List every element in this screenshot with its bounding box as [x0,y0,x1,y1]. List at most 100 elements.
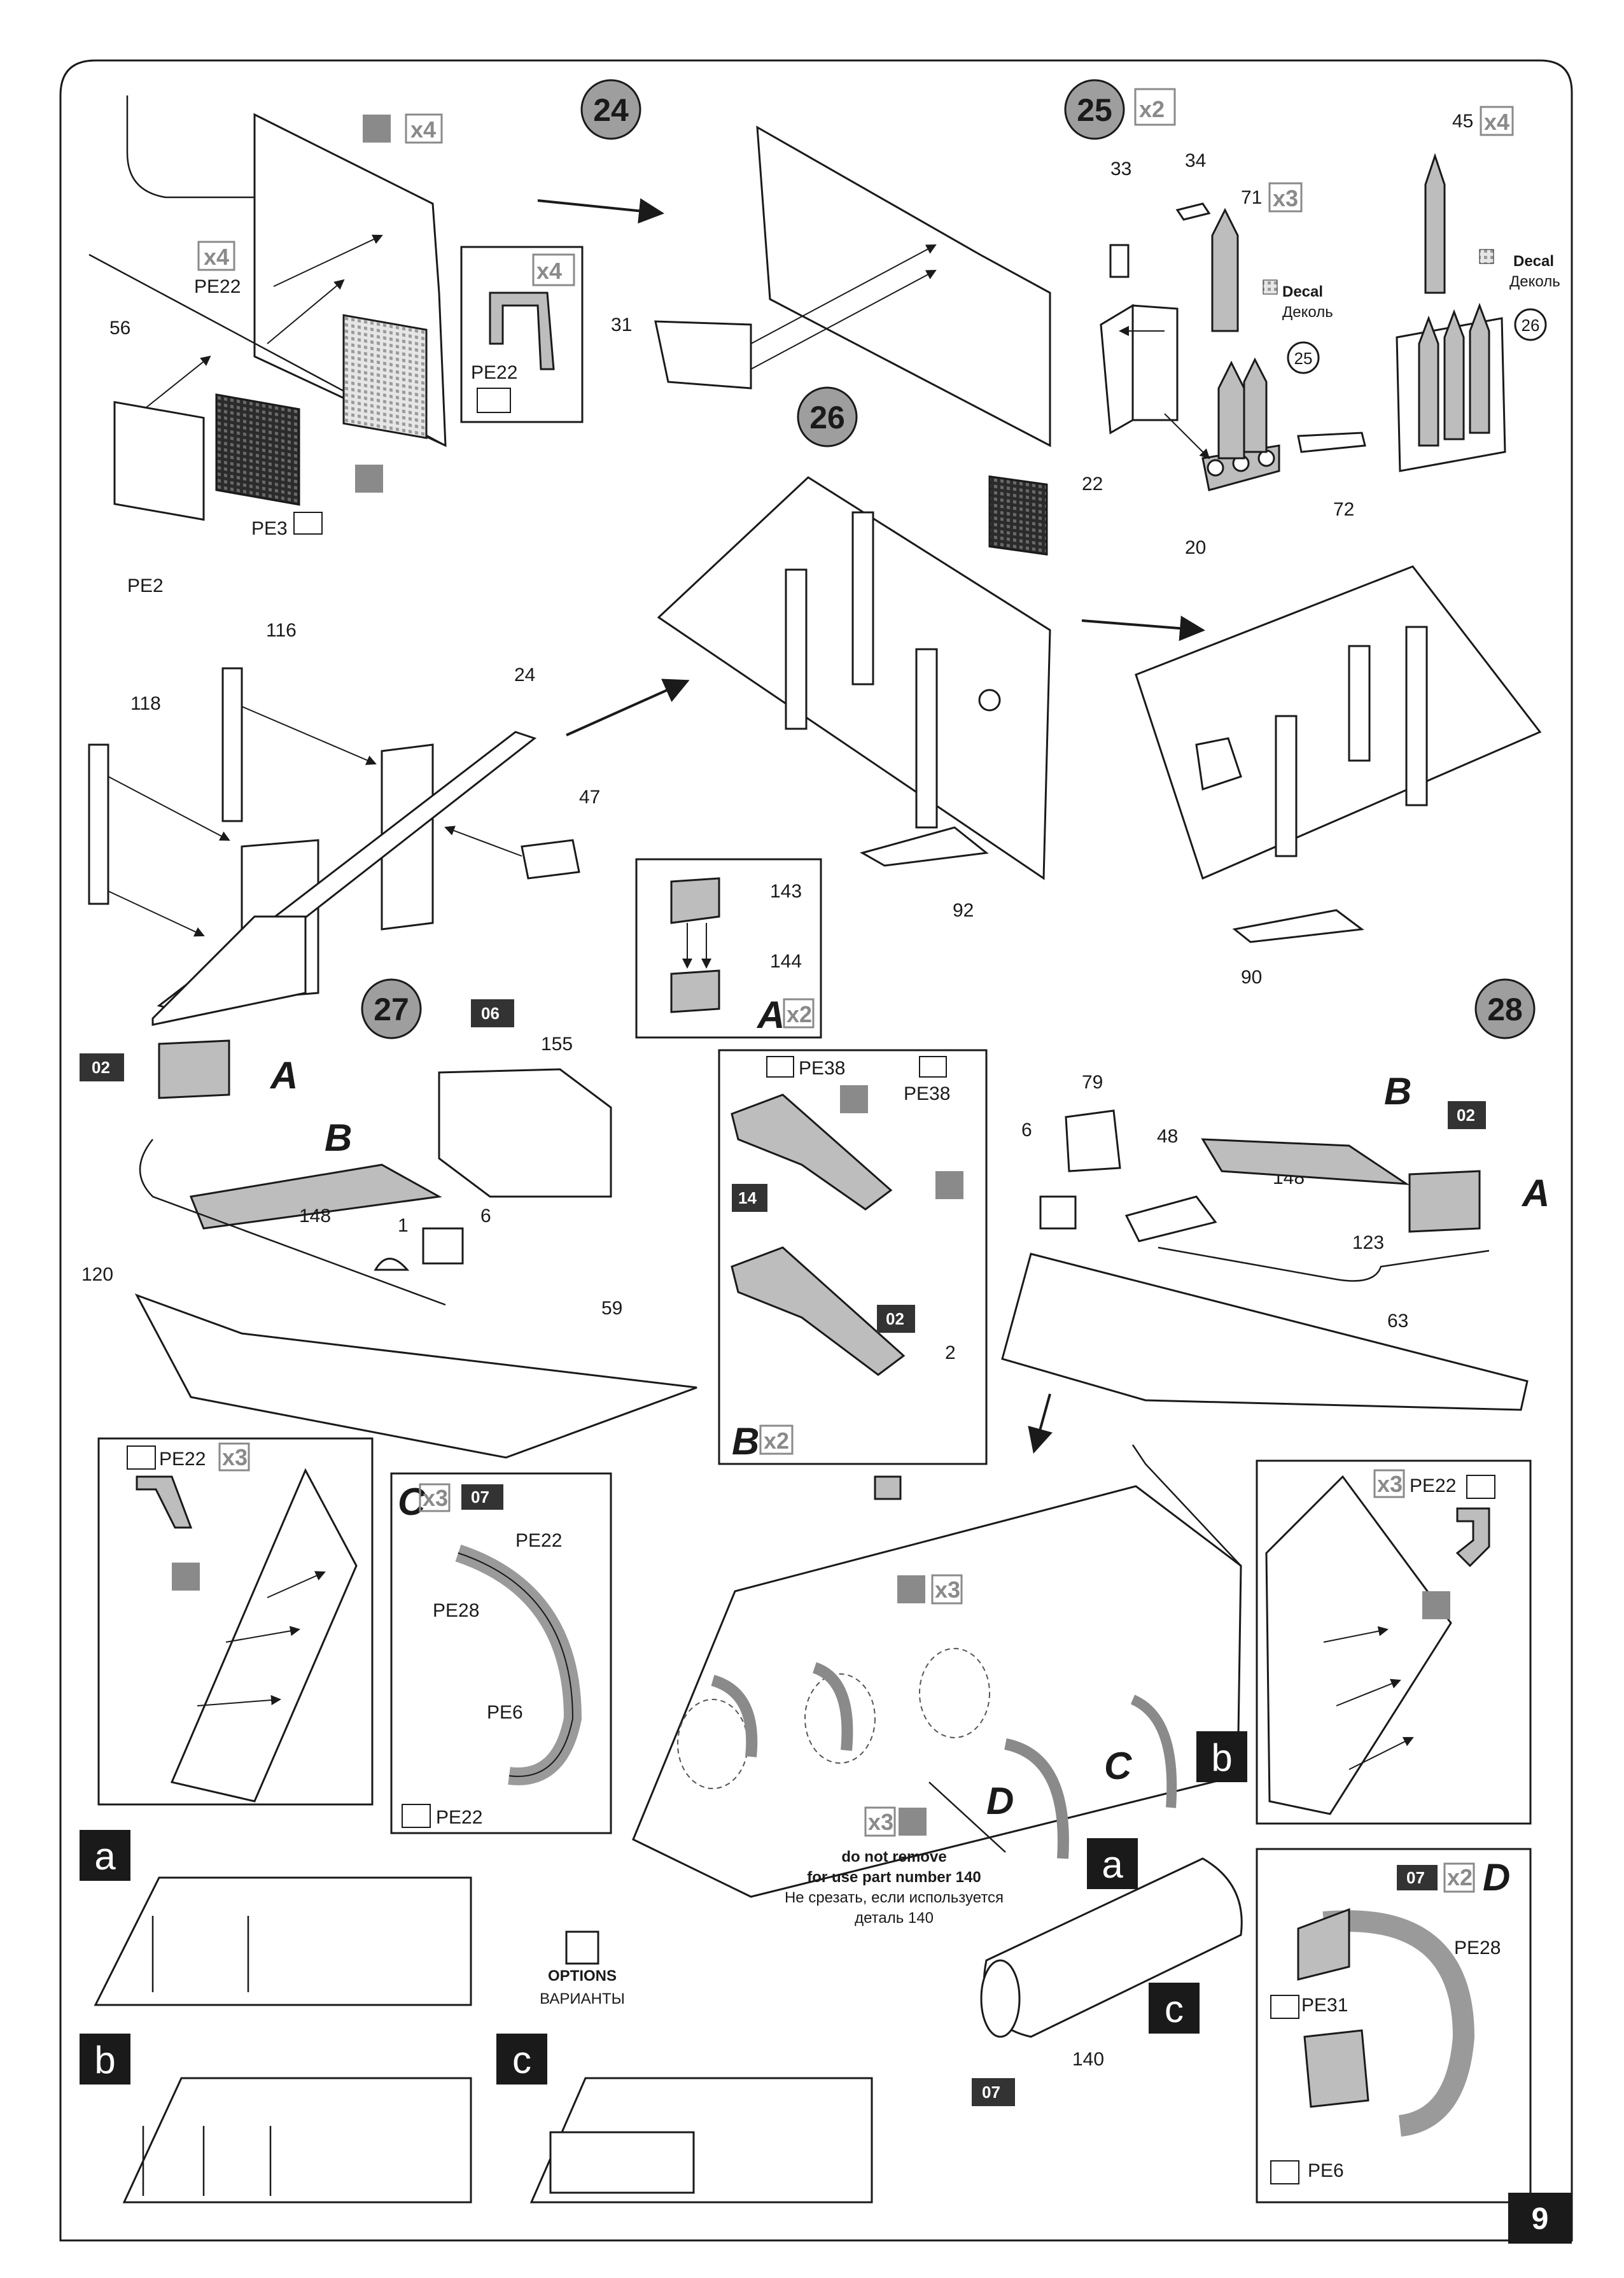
options-icon [565,1930,599,1965]
pad-pe6 [1303,2029,1369,2108]
decal-icon [1263,279,1278,295]
note-en-1: do not remove [841,1848,946,1866]
fender-59 [134,1293,697,1459]
rack-back [1131,304,1179,421]
bend-icon [355,465,383,493]
multiplier-frame [1443,1862,1475,1893]
engine-grille-mesh [215,393,300,506]
step-number: 25 [1077,92,1112,128]
flow-arrow [537,198,664,224]
flow-arrow [566,678,690,736]
step-number: 24 [593,92,629,128]
part-label: 1 [398,1215,409,1236]
mg-upper [731,1093,893,1211]
photo-etch-icon [1466,1475,1495,1499]
part-label: 140 [1072,2049,1104,2070]
part-1-dome [374,1258,410,1271]
option-letter: b [94,2039,115,2081]
part-label: PE22 [515,1530,562,1551]
guide-arrow [267,279,345,344]
decal-ref-num: 26 [1522,316,1540,335]
part-label: 20 [1185,537,1206,558]
options-title-ru: ВАРИАНТЫ [540,1990,625,2007]
sub-letter: D [986,1780,1014,1822]
bend-icon [1422,1591,1450,1619]
part-b-ref [1201,1138,1410,1185]
paint-code: 06 [481,1004,500,1023]
tube-ghost [804,1673,876,1764]
box-155 [438,1068,612,1198]
part-label: 118 [130,693,161,714]
sub-d-inset [1256,1848,1532,2204]
step-26-group: 26 116 118 24 47 92 90 [88,386,1542,1039]
step-number: 26 [809,400,845,435]
mounted-block [1195,737,1242,791]
pe22-inset [460,246,584,423]
tube-ghost [919,1648,990,1738]
step-24-bubble: 24 [580,79,641,140]
part-label: 90 [1241,967,1262,988]
shell-71 [1211,207,1239,332]
step-number: 27 [374,992,409,1027]
sub-letter: B [1384,1070,1411,1113]
paint-code: 14 [738,1188,757,1207]
part-label: PE2 [127,575,164,596]
part-label: PE28 [433,1600,479,1621]
part-label: PE22 [194,276,241,297]
part-label: 123 [1352,1232,1384,1253]
flow-arrow [1028,1393,1053,1454]
options-title: OPTIONS [548,1967,617,1985]
paint-code: 07 [471,1487,489,1507]
part-a-ref [1408,1170,1481,1233]
inset-plate [1265,1475,1452,1815]
shell-71 [1217,360,1245,460]
guide-arrow [750,270,937,370]
guide-arrow [225,1626,300,1643]
rail-120 [139,1139,446,1306]
paint-chip [461,1484,503,1510]
port-hole [978,689,1001,712]
part-144 [670,969,720,1013]
decal-ref [1287,341,1320,374]
multiplier-badge: x4 [1484,109,1509,135]
bend-icon [897,1575,925,1603]
option-b-panel [122,2077,472,2204]
part-label: 45 [1452,111,1473,132]
paint-chip [80,1053,124,1081]
paint-chip [877,1305,915,1333]
leader-line [928,1782,1006,1853]
step-28-group: 28 79 48 6 148 123 63 B 02 A x3 PE22 [1001,978,1550,1825]
fender-63 [1001,1253,1529,1411]
multiplier-badge: x2 [1447,1864,1473,1890]
publisher-logo [0,0,45,25]
step-28-bubble: 28 [1474,978,1536,1039]
option-tag-b [1196,1731,1247,1782]
page-number-badge: 9 [1508,2193,1572,2244]
guide-arrow [750,244,937,344]
part-label: 143 [770,881,802,902]
multiplier-frame [931,1574,963,1605]
part-label: 2 [945,1342,956,1363]
part-label: 31 [611,314,632,335]
part-79 [1065,1109,1121,1172]
option-a-tag [80,1830,130,1881]
multiplier-badge: x3 [1377,1471,1403,1497]
rear-plate-b [1135,565,1542,880]
part-label: 56 [109,318,130,339]
note-ru-1: Не срезать, если используется [785,1889,1004,1906]
grille-mounted-b [988,475,1048,556]
multiplier-frame [532,253,575,286]
multiplier-badge: x3 [868,1809,893,1835]
sub-letter: A [756,994,785,1036]
part-label: 148 [299,1206,331,1227]
tube-end [980,1959,1021,2038]
sub-letter: A [269,1054,298,1097]
photo-etch-icon [1270,2160,1299,2184]
options-group: a b c OPTIONS ВАРИАНТЫ [80,1830,873,2204]
option-a-panel [94,1876,472,2006]
part-label: PE38 [799,1058,845,1079]
multiplier-frame [405,113,443,144]
photo-etch-icon [127,1445,156,1470]
part-label: PE28 [1454,1937,1501,1958]
